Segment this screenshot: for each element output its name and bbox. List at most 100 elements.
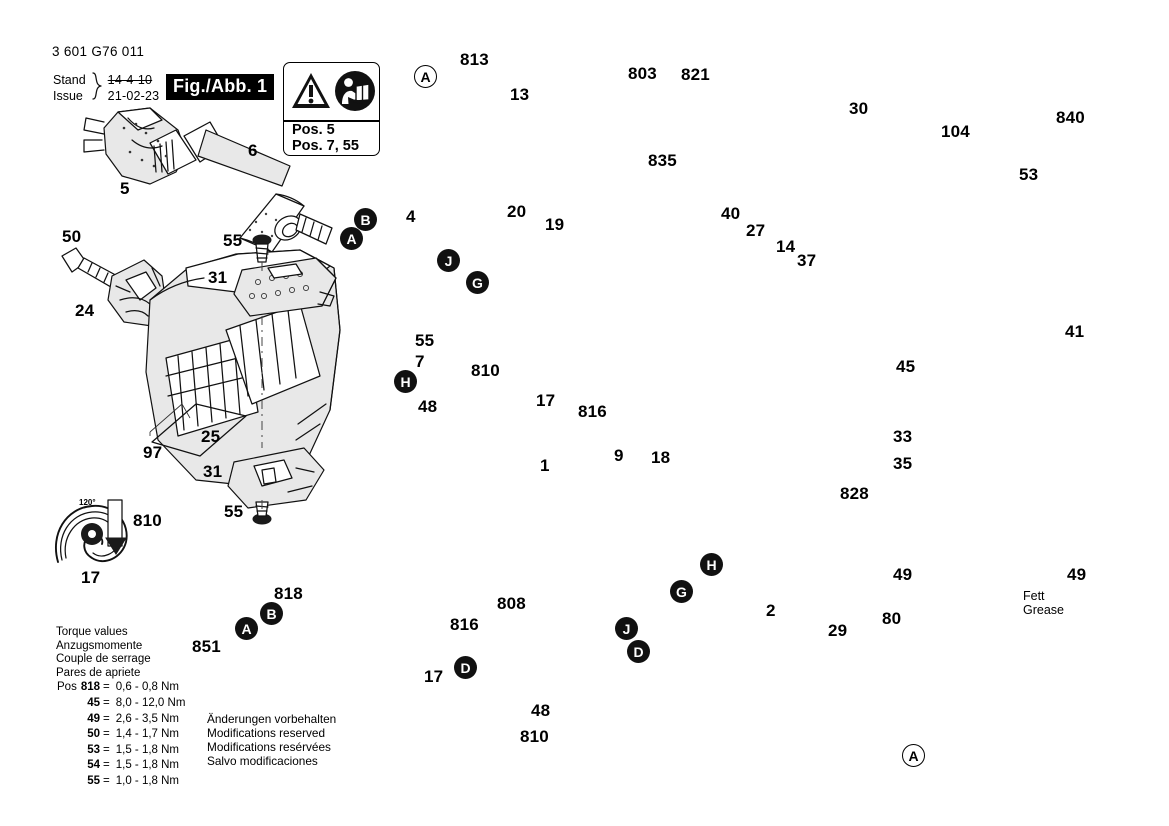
- part-31-brush-cover-upper: [233, 257, 337, 317]
- part-number-840-n840: 840: [1056, 108, 1085, 127]
- callout-d-cD2: D: [454, 656, 477, 679]
- modifications-es: Salvo modificaciones: [207, 754, 318, 768]
- callout-a-cA3: A: [235, 617, 258, 640]
- torque-equals: =: [103, 681, 110, 694]
- issue-date-block: Stand 14-4-10 Issue 21-02-23: [52, 72, 160, 105]
- torque-pos: 53: [87, 743, 101, 756]
- part-number-816-n816a: 816: [578, 402, 607, 421]
- part-number-810-n810c: 810: [520, 727, 549, 746]
- grease-note-en: Grease: [1023, 603, 1064, 617]
- torque-pos: 50: [87, 728, 101, 741]
- part-number-821-n821: 821: [681, 65, 710, 84]
- torque-row: 55= 1,0 - 1,8 Nm: [56, 774, 186, 790]
- part-number-45-n45: 45: [896, 357, 916, 376]
- part-number-816-n816b: 816: [450, 615, 479, 634]
- part-number-4-n4: 4: [406, 207, 416, 226]
- torque-row: 50= 1,4 - 1,7 Nm: [56, 727, 186, 743]
- torque-equals: =: [103, 774, 110, 787]
- issue-label: Issue: [53, 89, 83, 103]
- torque-title-de: Anzugsmomente: [56, 639, 143, 652]
- torque-pos: 49: [87, 712, 101, 725]
- torque-pos-prefix: [56, 696, 78, 712]
- torque-pos-prefix: [56, 774, 78, 790]
- part-number-803-n803: 803: [628, 64, 657, 83]
- callout-g-cG2: G: [670, 580, 693, 603]
- part-number-20-n20: 20: [507, 202, 527, 221]
- part-number-49-n49l: 49: [893, 565, 913, 584]
- part-number-17-n17c: 17: [424, 667, 444, 686]
- part-6-cable-sleeve: [239, 193, 333, 253]
- torque-value: 1,0 - 1,8 Nm: [115, 774, 180, 787]
- part-number-40-n40: 40: [721, 204, 741, 223]
- callout-a-cA4: A: [902, 744, 925, 767]
- part-number-18-n18: 18: [651, 448, 671, 467]
- torque-pos: 45: [87, 696, 101, 709]
- part-number-31-n31b: 31: [203, 462, 223, 481]
- part-number-37-n37: 37: [797, 251, 817, 270]
- part-number-104-n104: 104: [941, 122, 970, 141]
- torque-value: 1,5 - 1,8 Nm: [115, 743, 180, 756]
- torque-value: 2,6 - 3,5 Nm: [115, 712, 180, 725]
- part-number-810-n810b: 810: [471, 361, 500, 380]
- torque-pos-prefix: [56, 727, 78, 743]
- document-code: 3 601 G76 011: [52, 44, 145, 59]
- torque-equals: =: [103, 728, 110, 741]
- torque-pos: 55: [87, 774, 101, 787]
- torque-row: 53= 1,5 - 1,8 Nm: [56, 743, 186, 759]
- part-number-55-n55b: 55: [224, 502, 244, 521]
- angle-annotation: 120°: [79, 498, 96, 507]
- part-number-851-n851: 851: [192, 637, 221, 656]
- torque-equals: =: [103, 696, 110, 709]
- callout-a-cA1: A: [414, 65, 437, 88]
- torque-title-en: Torque values: [56, 626, 128, 638]
- part-number-30-n30: 30: [849, 99, 869, 118]
- date-current: 21-02-23: [107, 89, 160, 103]
- part-number-49-n49r: 49: [1067, 565, 1087, 584]
- part-number-7-n7: 7: [415, 352, 425, 371]
- modifications-note: Änderungen vorbehalten Modifications res…: [207, 712, 336, 768]
- torque-title-es: Pares de apriete: [56, 666, 141, 679]
- callout-h-cH2: H: [700, 553, 723, 576]
- callout-b-cB2: B: [260, 602, 283, 625]
- part-97-nameplate: [151, 403, 247, 457]
- part-number-55-n55c: 55: [415, 331, 435, 350]
- part-number-9-n9: 9: [614, 446, 624, 465]
- part-number-818-n818: 818: [274, 584, 303, 603]
- part-number-813-n813: 813: [460, 50, 489, 69]
- part-number-48-n48a: 48: [418, 397, 438, 416]
- torque-pos: 818: [80, 681, 101, 694]
- part-number-48-n48b: 48: [531, 701, 551, 720]
- grease-note-de: Fett: [1023, 589, 1045, 603]
- part-number-835-n835: 835: [648, 151, 677, 170]
- part-number-5-n5: 5: [120, 179, 130, 198]
- callout-b-cB1: B: [354, 208, 377, 231]
- callout-j-cJ2: J: [615, 617, 638, 640]
- part-number-2-n2: 2: [766, 601, 776, 620]
- torque-value: 1,4 - 1,7 Nm: [115, 728, 180, 741]
- torque-title-fr: Couple de serrage: [56, 653, 151, 666]
- part-number-17-n17b: 17: [536, 391, 556, 410]
- part-number-41-n41: 41: [1065, 322, 1085, 341]
- part-number-828-n828: 828: [840, 484, 869, 503]
- part-number-13-n13: 13: [510, 85, 530, 104]
- part-number-19-n19: 19: [545, 215, 565, 234]
- torque-value: 1,5 - 1,8 Nm: [115, 759, 180, 772]
- torque-equals: =: [103, 759, 110, 772]
- date-superseded: 14-4-10: [107, 72, 153, 87]
- modifications-fr: Modifications resérvées: [207, 740, 331, 754]
- torque-equals: =: [103, 712, 110, 725]
- part-number-29-n29: 29: [828, 621, 848, 640]
- part-number-35-n35: 35: [893, 454, 913, 473]
- part-number-55-n55a: 55: [223, 231, 243, 250]
- torque-row: 54=1,5 - 1,8 Nm: [56, 758, 186, 774]
- torque-pos-prefix: [56, 743, 78, 759]
- part-31-brush-cover-lower: [227, 447, 325, 509]
- callout-a-cA2: A: [340, 227, 363, 250]
- part-55-screw-upper: [252, 234, 272, 263]
- torque-equals: =: [103, 743, 110, 756]
- torque-value: 0,6 - 0,8 Nm: [115, 681, 180, 694]
- placard-line-2: Pos. 7, 55: [292, 138, 359, 154]
- part-5-cord-plug: [83, 107, 291, 187]
- warning-triangle-icon: [292, 73, 330, 108]
